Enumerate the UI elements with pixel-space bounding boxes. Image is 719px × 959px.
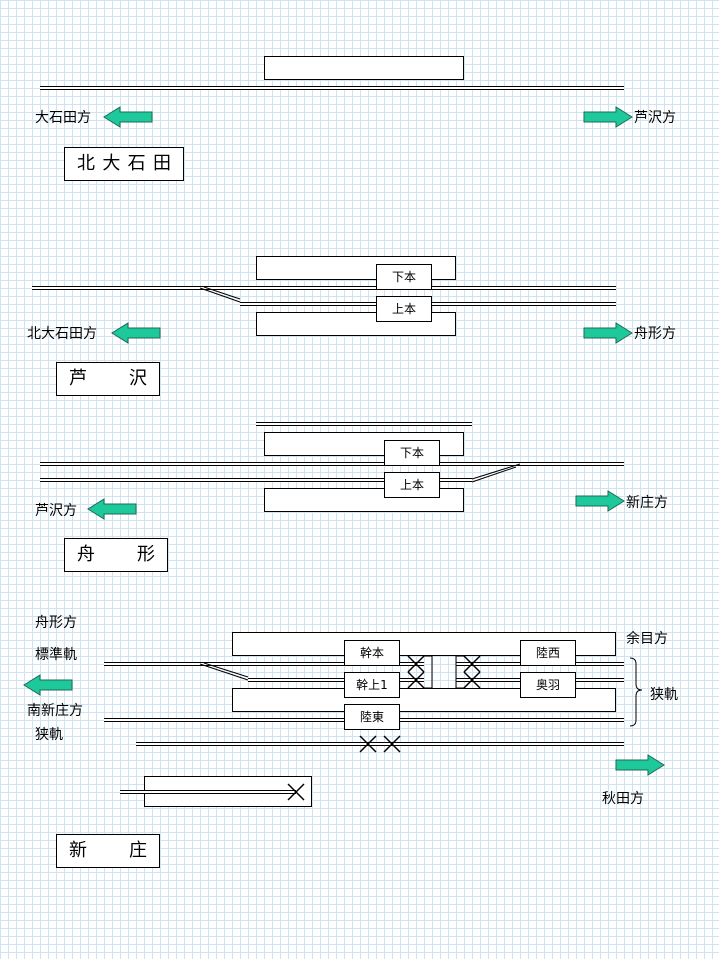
arrow-icon: [583, 322, 633, 344]
station-name-ashizawa: 芦 沢: [56, 362, 160, 396]
arrow-icon: [575, 490, 625, 512]
track-label-shinkansen-main: 幹本: [344, 640, 400, 666]
x-mark-icon: [287, 783, 305, 801]
arrow-icon: [103, 106, 153, 128]
siding-track: [256, 422, 472, 426]
track-label-shinkansen-up1: 幹上1: [344, 672, 400, 698]
station-name-char: 田: [152, 153, 171, 174]
track-label-up-main: 上本: [376, 296, 432, 322]
standard-gauge-track: [248, 678, 424, 682]
station-name-char: 舟: [77, 544, 95, 565]
station-name-shinjo: 新 庄: [56, 834, 160, 868]
x-mark-icon: [407, 655, 425, 673]
x-mark-icon: [359, 735, 377, 753]
direction-label-right-top: 余目方: [626, 631, 668, 647]
track-label-down-main: 下本: [376, 264, 432, 290]
x-mark-icon: [383, 735, 401, 753]
main-track: [40, 86, 624, 90]
track-label-ou: 奥羽: [520, 672, 576, 698]
platform: [264, 56, 464, 80]
arrow-icon: [23, 674, 73, 696]
direction-label-right-bottom: 秋田方: [602, 791, 644, 807]
direction-label-left-top: 舟形方: [35, 615, 77, 631]
siding-track: [120, 790, 296, 794]
direction-label-right: 芦沢方: [634, 110, 676, 126]
direction-label-right: 新庄方: [626, 495, 668, 511]
gauge-label-standard: 標準軌: [35, 647, 77, 663]
station-name-char: 庄: [129, 840, 147, 861]
x-mark-icon: [463, 655, 481, 673]
x-mark-icon: [463, 671, 481, 689]
gauge-brace: [629, 657, 643, 727]
station-name-char: 芦: [69, 368, 87, 389]
track-label-riku-east: 陸東: [344, 704, 400, 730]
arrow-icon: [615, 754, 665, 776]
station-name-char: 北: [77, 153, 95, 174]
narrow-gauge-track: [136, 742, 624, 746]
arrow-icon: [583, 106, 633, 128]
direction-label-left: 大石田方: [35, 110, 91, 126]
direction-label-right: 舟形方: [634, 326, 676, 342]
arrow-icon: [111, 322, 161, 344]
gauge-label-narrow-right: 狭軌: [650, 687, 678, 703]
station-name-char: 新: [69, 840, 87, 861]
gauge-label-narrow-left: 狭軌: [35, 727, 63, 743]
station-name-kitaoishida: 北 大 石 田: [64, 147, 184, 181]
track-label-riku-west: 陸西: [520, 640, 576, 666]
station-name-char: 沢: [129, 368, 147, 389]
station-name-char: 形: [137, 544, 155, 565]
track-label-down-main: 下本: [384, 440, 440, 466]
direction-label-left-bottom: 南新庄方: [27, 703, 83, 719]
arrow-icon: [87, 498, 137, 520]
station-name-char: 石: [127, 153, 146, 174]
station-name-funagata: 舟 形: [64, 538, 168, 572]
direction-label-left: 北大石田方: [27, 326, 97, 342]
x-mark-icon: [407, 671, 425, 689]
main-track: [32, 286, 616, 290]
station-name-char: 大: [102, 153, 121, 174]
main-track: [40, 478, 472, 482]
standard-gauge-track: [104, 662, 424, 666]
track-label-up-main: 上本: [384, 472, 440, 498]
main-track: [40, 462, 624, 466]
direction-label-left: 芦沢方: [35, 503, 77, 519]
